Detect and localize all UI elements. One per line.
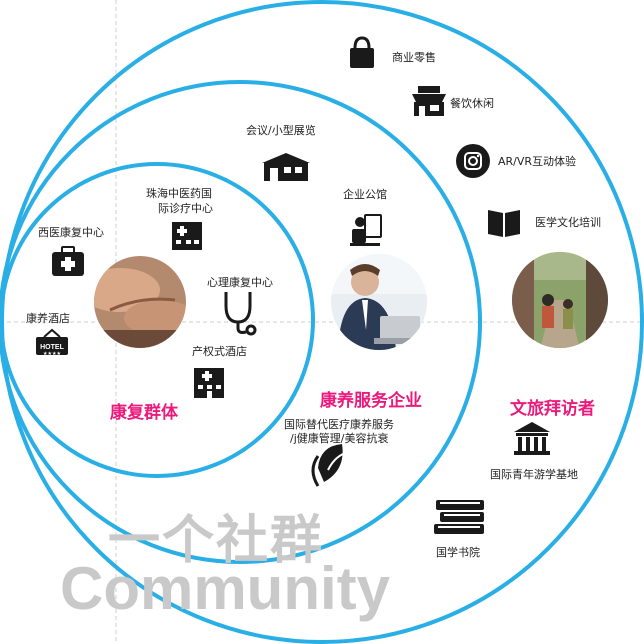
label-tcm-line1: 珠海中医药国 <box>146 187 212 200</box>
watermark-english: Community <box>60 555 390 622</box>
leaf-icon <box>311 444 351 487</box>
rehab-photo <box>94 256 186 348</box>
service-photo <box>331 254 427 350</box>
label-alt-med-line1: 国际替代医疗康养服务 <box>284 418 394 431</box>
label-dining: 餐饮休闲 <box>450 97 494 110</box>
label-conference: 会议/小型展览 <box>246 124 316 137</box>
group-title-service: 康养服务企业 <box>320 391 422 411</box>
middle-ring <box>0 80 482 564</box>
shopping-bag-icon <box>350 36 374 68</box>
group-title-visitor: 文旅拜访者 <box>510 399 595 419</box>
label-culture-training: 医学文化培训 <box>535 216 601 229</box>
property-hotel-icon <box>194 368 224 398</box>
inner-ring <box>0 162 315 478</box>
label-corporate: 企业公馆 <box>343 188 387 201</box>
group-title-rehab: 康复群体 <box>110 403 178 423</box>
visitor-photo <box>512 252 608 348</box>
label-health-hotel: 康养酒店 <box>26 312 70 325</box>
label-psych-rehab: 心理康复中心 <box>207 276 273 289</box>
cafe-icon <box>412 86 446 116</box>
first-aid-kit-icon <box>52 246 84 276</box>
label-retail: 商业零售 <box>392 51 436 64</box>
label-arvr: AR/VR互动体验 <box>498 155 577 168</box>
hospital-icon <box>172 222 202 250</box>
label-alt-med-line2: /j健康管理/美容抗衰 <box>290 432 389 445</box>
label-tcm-line2: 际诊疗中心 <box>158 202 213 215</box>
label-property-hotel: 产权式酒店 <box>192 345 247 358</box>
books-stack-icon <box>434 500 484 534</box>
label-western-rehab: 西医康复中心 <box>38 226 104 239</box>
svg-text:HOTEL: HOTEL <box>40 344 64 351</box>
hotel-sign-icon: HOTEL ★★★★ <box>36 328 68 357</box>
book-icon <box>488 210 520 237</box>
label-youth-base: 国际青年游学基地 <box>490 468 578 481</box>
svg-text:★★★★: ★★★★ <box>43 351 61 357</box>
label-academy: 国学书院 <box>436 546 480 559</box>
watermark-chinese: 一个社群 <box>108 511 325 571</box>
store-icon <box>262 153 310 181</box>
presentation-icon <box>350 214 382 246</box>
stethoscope-icon <box>224 292 257 336</box>
instagram-icon <box>456 144 490 178</box>
museum-icon <box>514 422 550 455</box>
